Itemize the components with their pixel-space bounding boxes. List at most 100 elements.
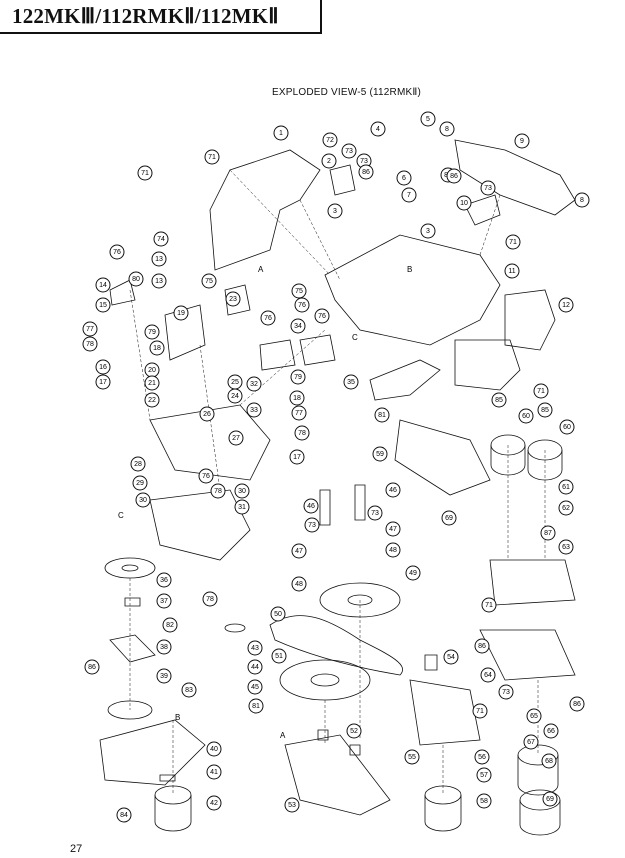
part-callout: 86 bbox=[84, 659, 100, 675]
callout-circle bbox=[156, 668, 172, 684]
section-letter: A bbox=[258, 265, 264, 274]
callout-circle bbox=[234, 499, 250, 515]
model-title: 122MKⅢ/112RMKⅡ/112MKⅡ bbox=[12, 4, 279, 28]
callout-number: 71 bbox=[208, 154, 216, 161]
part-callout: 33 bbox=[246, 402, 262, 418]
part-callout: 43 bbox=[247, 640, 263, 656]
part-callout: 76 bbox=[260, 310, 276, 326]
callout-number: 73 bbox=[360, 158, 368, 165]
callout-circle bbox=[372, 446, 388, 462]
callout-number: 81 bbox=[378, 412, 386, 419]
part-callout: 14 bbox=[95, 277, 111, 293]
callout-circle bbox=[404, 749, 420, 765]
callout-number: 33 bbox=[250, 407, 258, 414]
callout-number: 87 bbox=[544, 530, 552, 537]
callout-number: 56 bbox=[478, 754, 486, 761]
callout-number: 73 bbox=[308, 522, 316, 529]
callout-circle bbox=[294, 425, 310, 441]
part-callout: 66 bbox=[543, 723, 559, 739]
callout-number: 35 bbox=[347, 379, 355, 386]
callout-number: 15 bbox=[99, 302, 107, 309]
part-callout: 13 bbox=[151, 273, 167, 289]
part-callout: 6 bbox=[396, 170, 412, 186]
callout-number: 71 bbox=[537, 388, 545, 395]
callout-circle bbox=[543, 723, 559, 739]
part-callout: 12 bbox=[558, 297, 574, 313]
callout-circle bbox=[523, 734, 539, 750]
callout-number: 39 bbox=[160, 673, 168, 680]
callout-number: 85 bbox=[541, 407, 549, 414]
part-callout: 20 bbox=[144, 362, 160, 378]
part-callout: 58 bbox=[476, 793, 492, 809]
callout-number: 27 bbox=[232, 435, 240, 442]
callout-number: 78 bbox=[86, 341, 94, 348]
part-callout: 19 bbox=[173, 305, 189, 321]
callout-circle bbox=[533, 383, 549, 399]
callout-number: 3 bbox=[426, 228, 430, 235]
part-callout: 86 bbox=[474, 638, 490, 654]
callout-circle bbox=[109, 244, 125, 260]
callout-circle bbox=[247, 640, 263, 656]
callout-circle bbox=[206, 741, 222, 757]
callout-number: 12 bbox=[562, 302, 570, 309]
part-callout: 53 bbox=[284, 797, 300, 813]
part-callout: 85 bbox=[537, 402, 553, 418]
part-callout: 80 bbox=[128, 271, 144, 287]
part-callout: 62 bbox=[558, 500, 574, 516]
callout-number: 3 bbox=[333, 208, 337, 215]
callout-number: 61 bbox=[562, 484, 570, 491]
callout-number: 46 bbox=[389, 487, 397, 494]
callout-circle bbox=[559, 419, 575, 435]
callout-number: 49 bbox=[409, 570, 417, 577]
callout-number: 17 bbox=[293, 454, 301, 461]
callout-number: 73 bbox=[502, 689, 510, 696]
part-callout: 57 bbox=[476, 767, 492, 783]
callout-number: 31 bbox=[238, 504, 246, 511]
part-callout: 23 bbox=[225, 291, 241, 307]
part-callout: 3 bbox=[327, 203, 343, 219]
callout-number: 64 bbox=[484, 672, 492, 679]
part-callout: 69 bbox=[542, 791, 558, 807]
part-callout: 38 bbox=[156, 639, 172, 655]
part-callout: 61 bbox=[558, 479, 574, 495]
callout-circle bbox=[385, 542, 401, 558]
callout-circle bbox=[558, 297, 574, 313]
part-callouts: 1233456788910111213131415161717181819202… bbox=[82, 111, 590, 823]
assembly-guide-lines bbox=[129, 169, 546, 795]
callout-number: 72 bbox=[326, 137, 334, 144]
callout-number: 85 bbox=[495, 397, 503, 404]
part-callout: 69 bbox=[441, 510, 457, 526]
callout-number: 83 bbox=[185, 687, 193, 694]
part-callout: 71 bbox=[481, 597, 497, 613]
callout-circle bbox=[228, 430, 244, 446]
callout-number: 86 bbox=[478, 643, 486, 650]
part-callout: 49 bbox=[405, 565, 421, 581]
part-callout: 86 bbox=[446, 168, 462, 184]
callout-circle bbox=[128, 271, 144, 287]
part-callout: 68 bbox=[541, 753, 557, 769]
callout-circle bbox=[540, 525, 556, 541]
callout-circle bbox=[270, 606, 286, 622]
part-callout: 77 bbox=[291, 405, 307, 421]
part-callout: 76 bbox=[294, 297, 310, 313]
callout-circle bbox=[273, 125, 289, 141]
part-callout: 22 bbox=[144, 392, 160, 408]
callout-number: 2 bbox=[327, 158, 331, 165]
part-callout: 81 bbox=[248, 698, 264, 714]
callout-circle bbox=[291, 405, 307, 421]
callout-circle bbox=[456, 195, 472, 211]
callout-number: 84 bbox=[120, 812, 128, 819]
callout-circle bbox=[367, 505, 383, 521]
callout-number: 42 bbox=[210, 800, 218, 807]
callout-circle bbox=[246, 376, 262, 392]
callout-circle bbox=[271, 648, 287, 664]
callout-number: 59 bbox=[376, 451, 384, 458]
part-callout: 35 bbox=[343, 374, 359, 390]
callout-circle bbox=[260, 310, 276, 326]
callout-number: 26 bbox=[203, 411, 211, 418]
part-callout: 3 bbox=[420, 223, 436, 239]
callout-circle bbox=[135, 492, 151, 508]
part-callout: 71 bbox=[533, 383, 549, 399]
part-callout: 76 bbox=[198, 468, 214, 484]
